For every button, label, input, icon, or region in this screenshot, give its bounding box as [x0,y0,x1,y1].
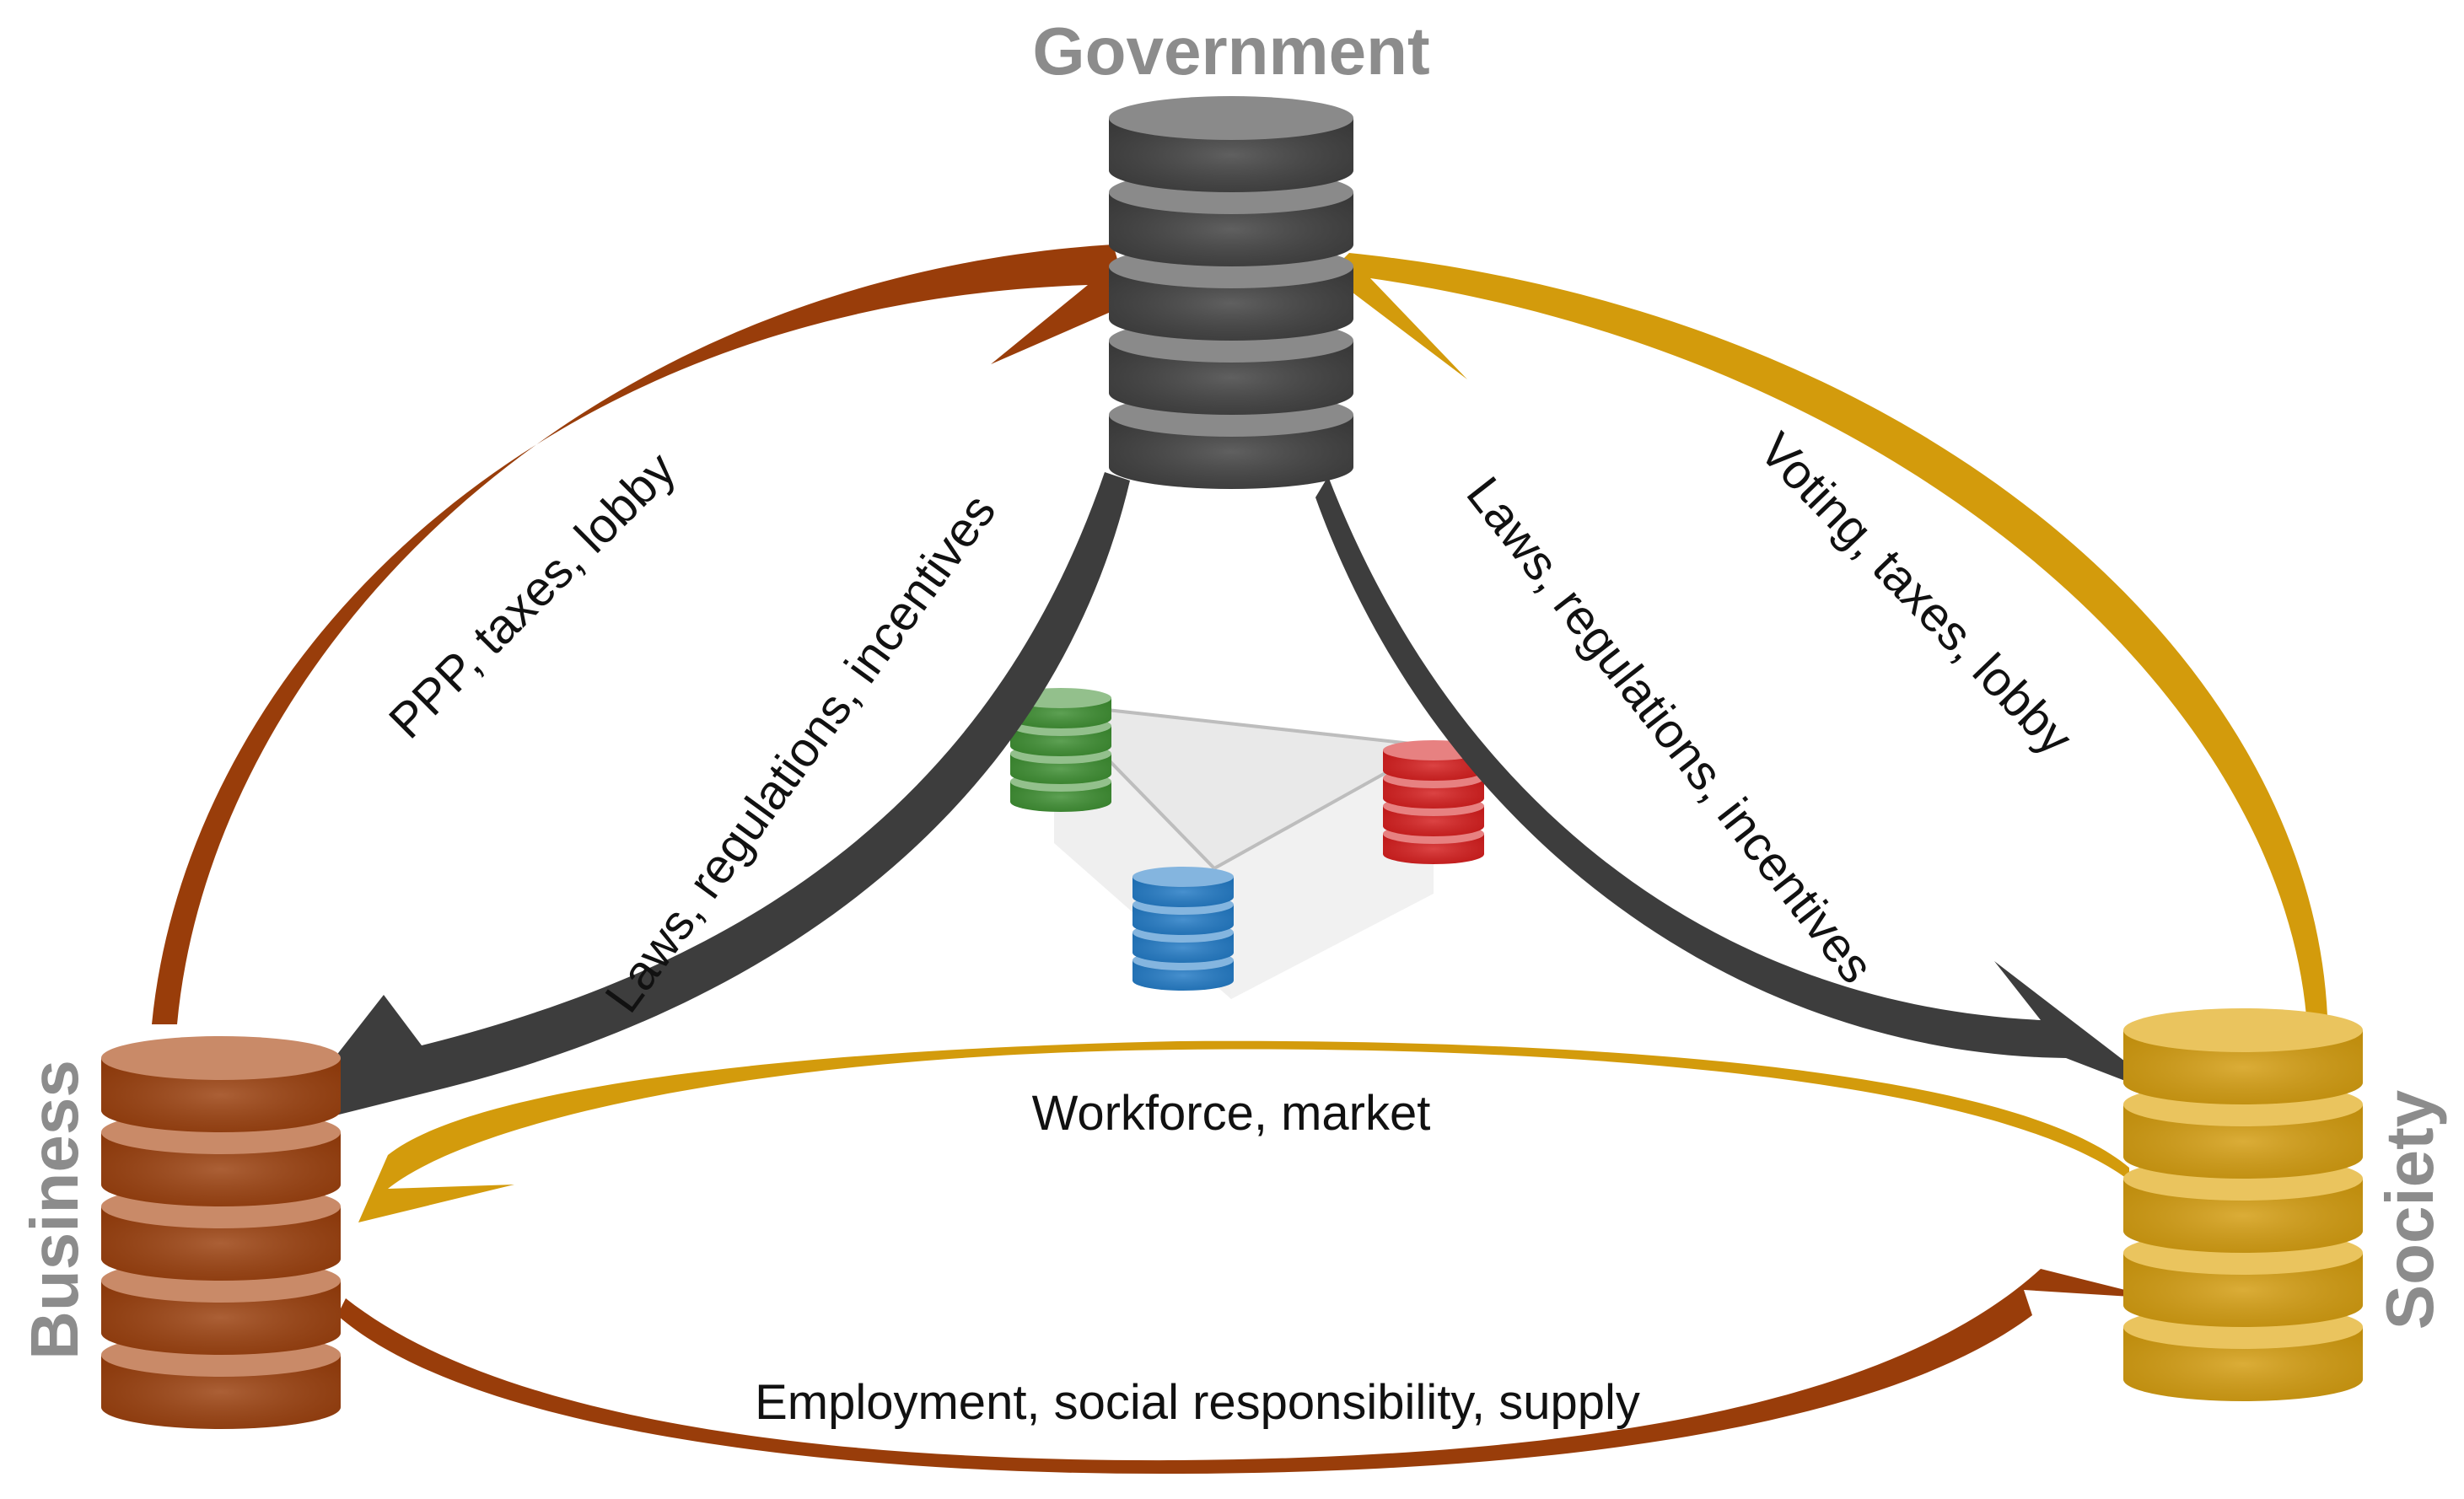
business-title: Business [17,1060,92,1360]
government-to-society-arrow [1315,476,2176,1100]
government-to-business-label: Laws, regulations, incentives [594,484,1006,1022]
society-database-icon [2123,1008,2363,1401]
society-stack-disk [2123,1008,2363,1104]
business-to-government-label: PPP, taxes, lobby [379,442,686,749]
government-title: Government [1032,13,1429,89]
society-title: Society [2372,1089,2447,1330]
society-to-government-arrow [1328,253,2327,1016]
business-to-society-label: Employment, social responsibility, suppl… [755,1375,1640,1430]
government-stack-disk [1109,96,1353,192]
business-database-icon [101,1036,341,1429]
government-stack-disk-top [1109,96,1353,140]
business-stack-disk-top [101,1036,341,1080]
network-face-right [1214,746,1434,999]
network-face-top [1054,704,1434,868]
government-to-business-arrow [278,472,1130,1130]
society-to-business-label: Workforce, market [1032,1086,1431,1141]
government-database-icon [1109,96,1353,489]
business-stack-disk [101,1036,341,1132]
network-edge [1053,702,1434,748]
blue-stack-disk [1132,867,1234,907]
center-network-icon [1010,688,1484,999]
blue-database-icon [1132,867,1234,991]
green-database-icon [1010,688,1111,812]
business-to-government-arrow [152,244,1130,1024]
society-stack-disk-top [2123,1008,2363,1052]
business-to-society-arrow [337,1269,2159,1475]
blue-stack-disk-top [1132,867,1234,887]
red-database-icon [1383,740,1484,864]
